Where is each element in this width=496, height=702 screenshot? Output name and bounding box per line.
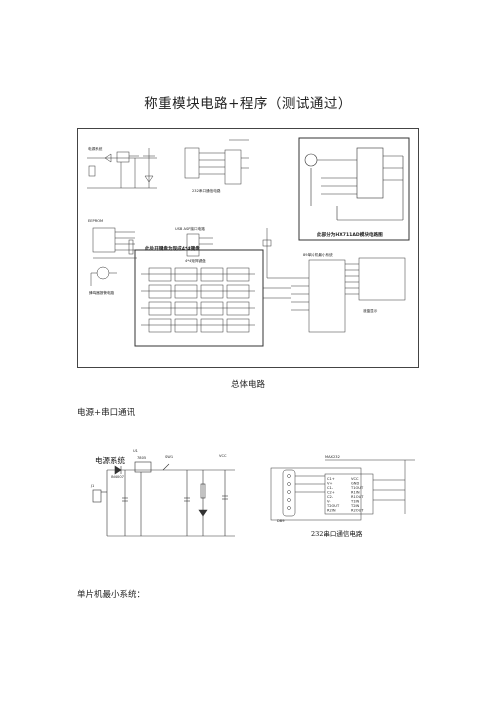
- mcu-block: 89单片机最小系统 液晶显示: [262, 228, 406, 333]
- serial-circuit: MAX232 DB9 C1+ V+ C1- C2+ C2- V- T2OUT R…: [270, 455, 415, 538]
- section-mcu: 单片机最小系统：: [77, 590, 146, 600]
- pin-right: GND: [351, 482, 359, 486]
- pin-right: VCC: [351, 477, 359, 481]
- max-label: MAX232: [325, 455, 340, 459]
- power-block: 电源系统: [87, 146, 157, 189]
- pin-right: R1IN: [351, 491, 360, 495]
- pin-left: C2+: [327, 491, 335, 495]
- max232-pins: C1+ V+ C1- C2+ C2- V- T2OUT R2IN VCC GND…: [326, 477, 364, 513]
- power-circuit-label: 电源系统: [95, 455, 125, 465]
- lcd-label: 液晶显示: [363, 308, 378, 313]
- pin-right: R2OUT: [351, 509, 364, 513]
- pin-right: R1OUT: [351, 495, 364, 499]
- mcu-label: 89单片机最小系统: [303, 252, 333, 257]
- pin-left: R2IN: [327, 509, 336, 513]
- hx711-block: 此部分为HX711AD模块电路图: [298, 137, 410, 241]
- usb-asp-block: USB ASP接口电路: [175, 226, 213, 257]
- serial-block-label: 232串口通信电路: [192, 188, 221, 193]
- keyboard-title: 4*4矩阵键盘: [185, 258, 206, 263]
- u1-label: U1: [133, 449, 138, 453]
- buzzer-block: 蜂鸣器报警电路: [89, 266, 117, 295]
- document-title: 称重模块电路+程序（测试通过）: [144, 96, 352, 112]
- buzzer-label: 蜂鸣器报警电路: [89, 290, 115, 295]
- j1-label: J1: [90, 484, 94, 488]
- usb-asp-label: USB ASP接口电路: [175, 226, 205, 231]
- pin-left: V-: [327, 500, 331, 504]
- pin-left: C1-: [327, 486, 334, 490]
- caption-main: 总体电路: [230, 380, 265, 390]
- overall-circuit-figure: 电源系统 232串口通信电路 EEPROM U: [77, 128, 419, 368]
- pin-left: V+: [327, 482, 332, 486]
- power-block-label: 电源系统: [88, 146, 103, 151]
- db9-label: DB9: [277, 519, 285, 523]
- reg-label: 7805: [137, 456, 146, 460]
- hx711-label: 此部分为HX711AD模块电路图: [317, 231, 383, 238]
- power-serial-figure: 电源系统 U1 7805 SW1 VCC IN4007 J1 MAX232: [85, 440, 415, 550]
- keypad-grid: [148, 267, 250, 333]
- pin-right: T1IN: [350, 500, 360, 504]
- section-power-serial: 电源+串口通讯: [77, 408, 136, 418]
- serial-block: 232串口通信电路: [184, 139, 249, 193]
- keyboard-note: 此处开键盘为现成4*4键盘: [145, 245, 200, 252]
- pin-left: C1+: [327, 477, 335, 481]
- pin-right: T1OUT: [350, 486, 364, 490]
- pin-right: T2IN: [350, 504, 360, 508]
- keyboard-block: 此处开键盘为现成4*4键盘 4*4矩阵键盘: [134, 245, 291, 347]
- pin-left: T2OUT: [326, 504, 340, 508]
- vcc-label: VCC: [219, 454, 227, 458]
- sw-label: SW1: [165, 455, 173, 459]
- serial-circuit-label: 232串口通信电路: [311, 529, 363, 538]
- eeprom-label: EEPROM: [88, 219, 103, 223]
- diode-label: IN4007: [111, 475, 124, 479]
- pin-left: C2-: [327, 495, 334, 499]
- eeprom-block: EEPROM: [88, 219, 137, 259]
- power-circuit: 电源系统 U1 7805 SW1 VCC IN4007 J1: [90, 449, 235, 537]
